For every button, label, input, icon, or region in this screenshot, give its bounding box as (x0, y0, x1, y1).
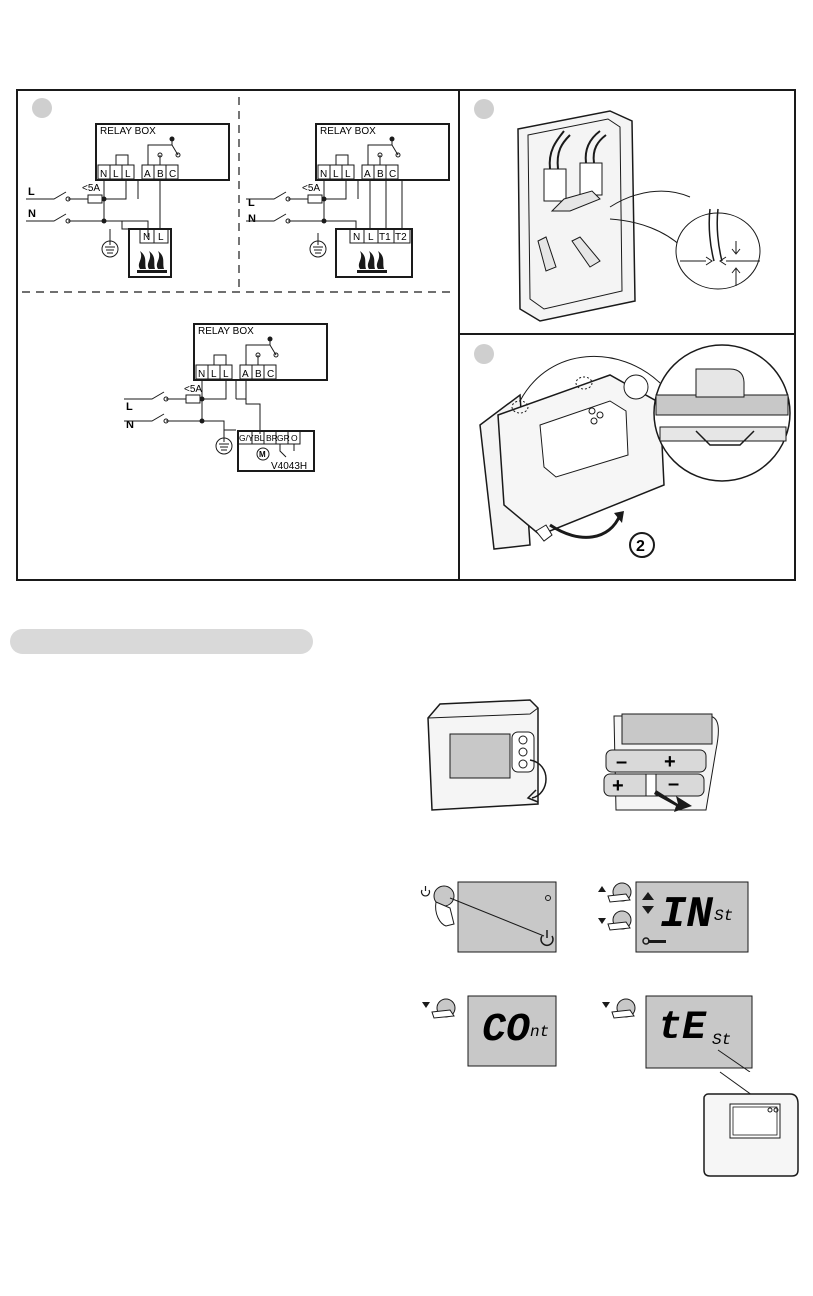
terminal-label: L (345, 169, 351, 180)
valve-model: V4043H (271, 461, 307, 472)
neutral-label: N (28, 208, 36, 220)
terminal-label: BL (254, 433, 265, 443)
terminal-label: N (353, 232, 360, 243)
fuse-label: <5A (82, 183, 100, 194)
terminal-label: G/Y (239, 433, 254, 443)
control-mode-step: CO nt (420, 994, 560, 1070)
step-marker (32, 98, 52, 118)
power-button-step (420, 880, 560, 960)
lcd-text: IN (660, 890, 713, 940)
step-marker (474, 344, 494, 364)
relay-terminals: N L L A B C (98, 165, 178, 180)
terminal-label: GR (277, 433, 290, 443)
terminal-label: L (113, 169, 119, 180)
terminal-label: L (158, 232, 164, 243)
battery-figure: + – + – (596, 710, 726, 818)
finger-icon (436, 902, 454, 926)
up-arrow-icon (598, 886, 606, 892)
wiring-diagram-2: RELAY BOX N L L A B C L N <5A N L T1 T2 (246, 124, 449, 277)
step-2-number: 2 (636, 538, 645, 555)
mounting-plate-figure (460, 91, 794, 333)
down-arrow-icon (422, 1002, 430, 1008)
relay-box-label: RELAY BOX (100, 126, 156, 137)
thermostat-open-figure (420, 694, 550, 818)
terminal-label: O (291, 433, 298, 443)
battery-plus: + (664, 751, 676, 773)
lcd-screen (450, 734, 510, 778)
thermostat-led-figure (700, 1070, 800, 1180)
power-icon (422, 886, 430, 896)
relay-box-label: RELAY BOX (198, 326, 254, 337)
terminal-label: B (157, 169, 164, 180)
terminal-label: B (255, 369, 262, 380)
closing-unit-figure: 2 (460, 335, 794, 579)
lcd-text-suffix: nt (530, 1023, 549, 1041)
terminal-label: A (364, 169, 371, 180)
terminal-label: B (377, 169, 384, 180)
line-label: L (126, 401, 133, 413)
motor-label: M (259, 450, 266, 459)
terminal-label: A (144, 169, 151, 180)
lcd-text: CO (482, 1008, 530, 1053)
battery-minus: – (616, 751, 627, 773)
terminal-label: C (169, 169, 176, 180)
down-arrow-icon (602, 1002, 610, 1008)
terminal-label: L (211, 369, 217, 380)
lcd-text-suffix: St (712, 1031, 731, 1049)
terminal-label: C (389, 169, 396, 180)
terminal-block (544, 169, 566, 201)
test-mode-step: tE St (600, 994, 756, 1072)
wire-detail-callout (676, 213, 760, 289)
terminal-label: T2 (395, 232, 407, 243)
fuse-label: <5A (184, 384, 202, 395)
wiring-panel: RELAY BOX N L L A B C L N <5A (16, 89, 460, 581)
lcd-text-suffix: St (714, 907, 733, 925)
flame-icon (137, 251, 167, 273)
terminal-label: L (223, 369, 229, 380)
terminal-label: T1 (379, 232, 391, 243)
flame-icon (357, 251, 387, 273)
terminal-block (580, 163, 602, 195)
wall-plate (518, 111, 635, 321)
terminal-label: A (242, 369, 249, 380)
terminal-label: N (143, 232, 150, 243)
terminal-label: N (320, 169, 327, 180)
wiring-diagram-1: RELAY BOX N L L A B C L N <5A (26, 124, 229, 277)
line-label: L (28, 186, 35, 198)
install-mode-step: IN St (596, 880, 756, 960)
step-marker (474, 99, 494, 119)
neutral-label: N (248, 213, 256, 225)
terminal-label: L (125, 169, 131, 180)
battery-minus: – (668, 773, 679, 795)
down-arrow-icon (598, 918, 606, 924)
terminal-label: N (198, 369, 205, 380)
terminal-label: C (267, 369, 274, 380)
terminal-label: N (100, 169, 107, 180)
section-heading-bar (10, 629, 313, 654)
lcd-text: tE (658, 1006, 707, 1051)
battery-plus: + (612, 775, 624, 797)
fuse-label: <5A (302, 183, 320, 194)
relay-box-label: RELAY BOX (320, 126, 376, 137)
wiring-diagram-3: RELAY BOX N L L A B C L N <5A G/Y BL BR … (124, 324, 327, 472)
terminal-label: L (368, 232, 374, 243)
terminal-label: L (333, 169, 339, 180)
